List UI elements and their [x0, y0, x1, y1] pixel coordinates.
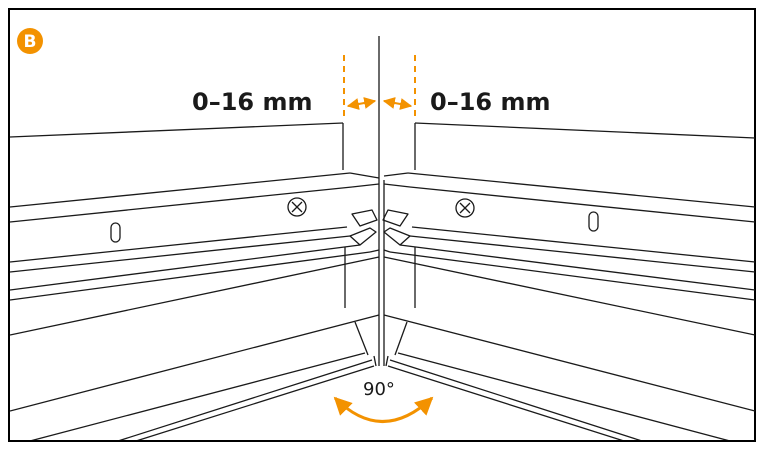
right-gap-label: 0–16 mm: [430, 88, 550, 116]
step-badge: B: [17, 28, 43, 54]
angle-label: 90°: [363, 379, 395, 400]
diagram-border: [8, 8, 756, 442]
left-gap-label: 0–16 mm: [192, 88, 312, 116]
screw-icon: [287, 197, 307, 217]
rotation-arrow-icon: [333, 396, 434, 423]
dimension-arrow-icon: [343, 55, 416, 120]
right-wall: [382, 122, 755, 440]
step-badge-letter: B: [24, 32, 37, 52]
slot-hole-icon: [110, 222, 121, 243]
slot-hole-icon: [588, 211, 599, 232]
left-wall: [10, 122, 380, 440]
screw-icon: [455, 198, 475, 218]
